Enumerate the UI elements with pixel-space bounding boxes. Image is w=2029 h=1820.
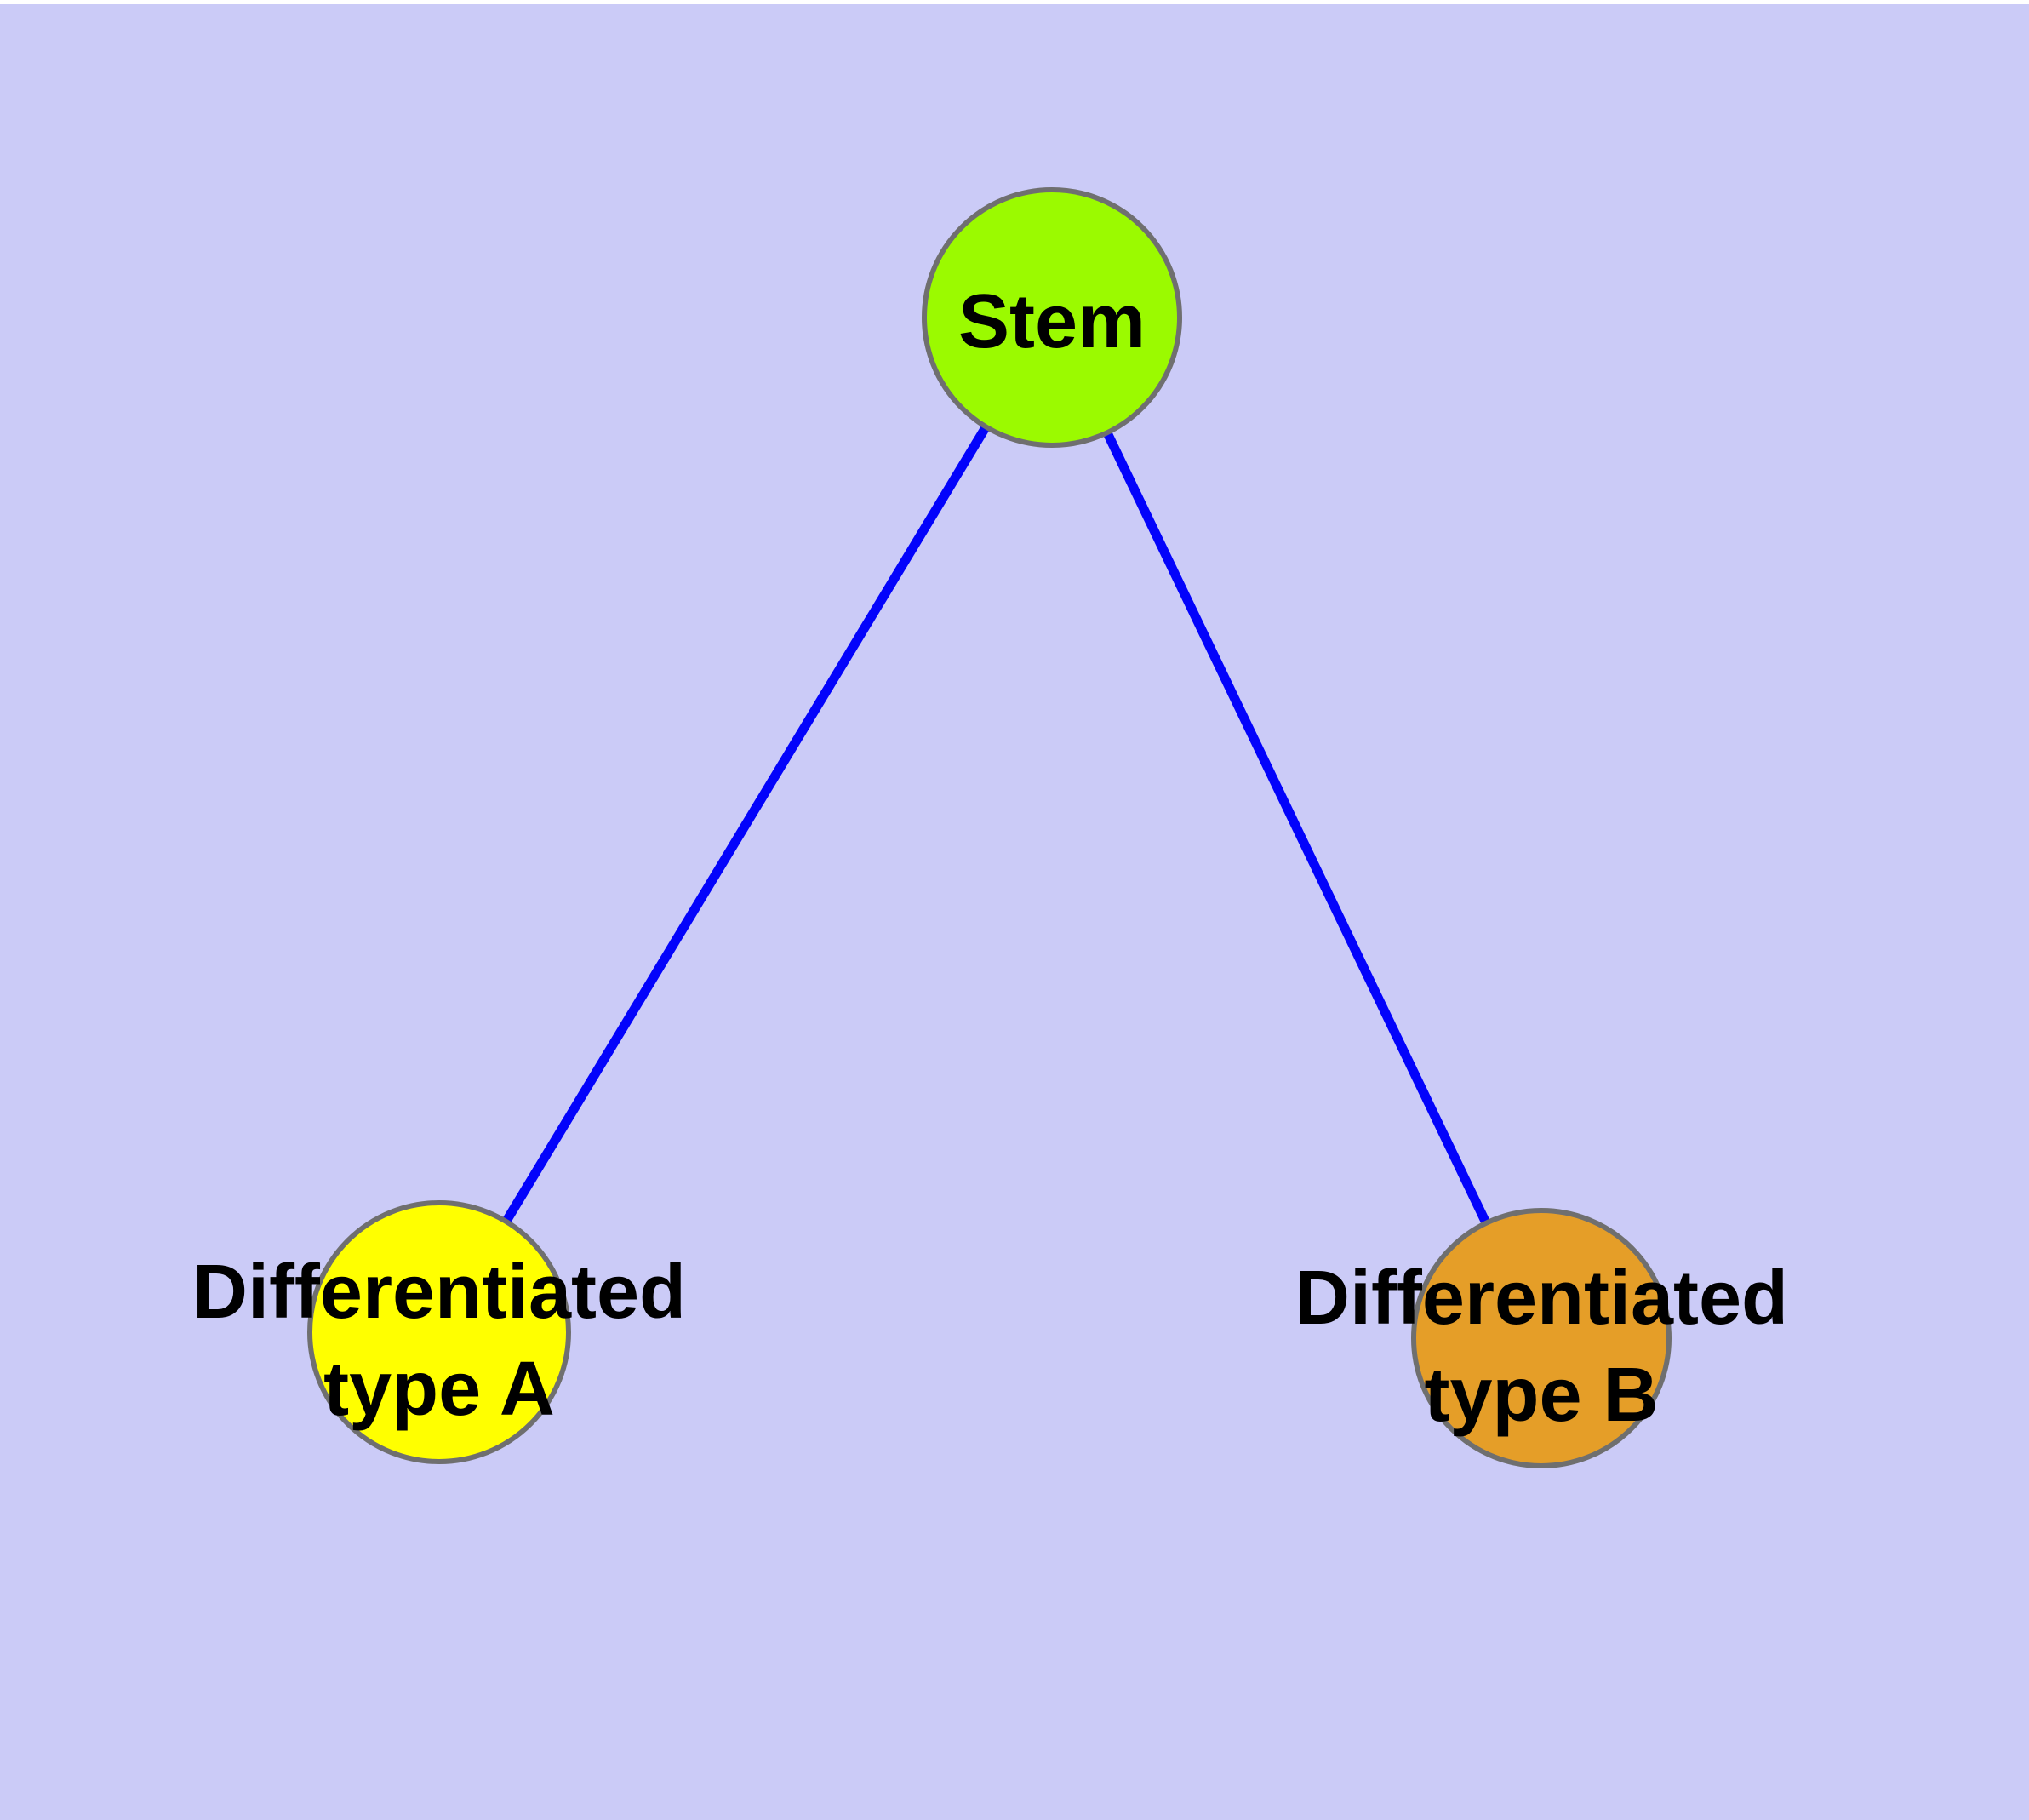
node-label-line: type B	[1424, 1353, 1658, 1438]
node-label-line: Differentiated	[192, 1250, 686, 1335]
node-differentiated-type-a	[307, 1200, 571, 1464]
node-label-differentiated-type-a: Differentiated type A	[192, 1250, 686, 1432]
edge-stem-differentiated-type-b	[1048, 315, 1546, 1341]
edges-layer	[435, 315, 1546, 1341]
nodes-layer	[307, 187, 1672, 1468]
node-label-line: Differentiated	[1295, 1256, 1788, 1341]
edge-stem-differentiated-type-a	[435, 315, 1056, 1335]
node-label-line: Stem	[958, 279, 1146, 364]
node-differentiated-type-b	[1411, 1208, 1672, 1468]
node-label-differentiated-type-b: Differentiated type B	[1295, 1256, 1788, 1438]
node-label-line: type A	[323, 1347, 555, 1432]
node-stem	[922, 187, 1182, 448]
top-margin-strip	[0, 0, 2029, 4]
node-label-stem: Stem	[958, 279, 1146, 364]
